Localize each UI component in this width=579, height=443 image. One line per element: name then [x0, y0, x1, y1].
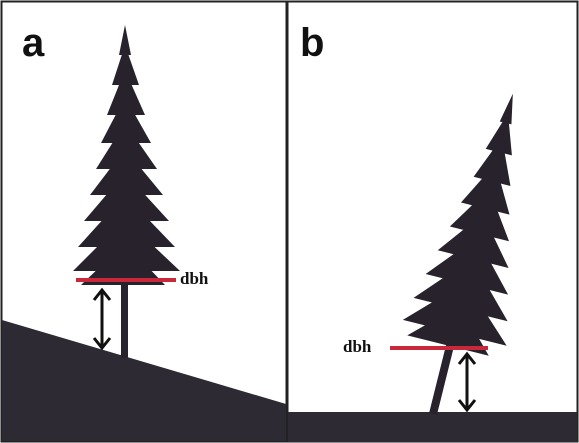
panel-a-letter: a	[22, 21, 45, 65]
panel-a: a dbh	[0, 0, 288, 443]
panel-b-letter: b	[300, 21, 324, 65]
panel-a-sloped-ground	[2, 320, 286, 441]
panel-a-height-arrow	[92, 287, 112, 351]
panel-b-flat-ground	[288, 412, 577, 442]
panel-b-frame	[286, 0, 579, 443]
panel-b-dbh-label: dbh	[343, 337, 372, 356]
panel-a-dbh-label: dbh	[180, 269, 209, 288]
panel-b-tree	[399, 81, 567, 415]
panel-a-tree	[73, 25, 180, 358]
panel-b-height-arrow	[457, 351, 477, 413]
panel-a-tree-trunk	[121, 240, 128, 358]
panel-b: b dbh	[286, 0, 579, 443]
